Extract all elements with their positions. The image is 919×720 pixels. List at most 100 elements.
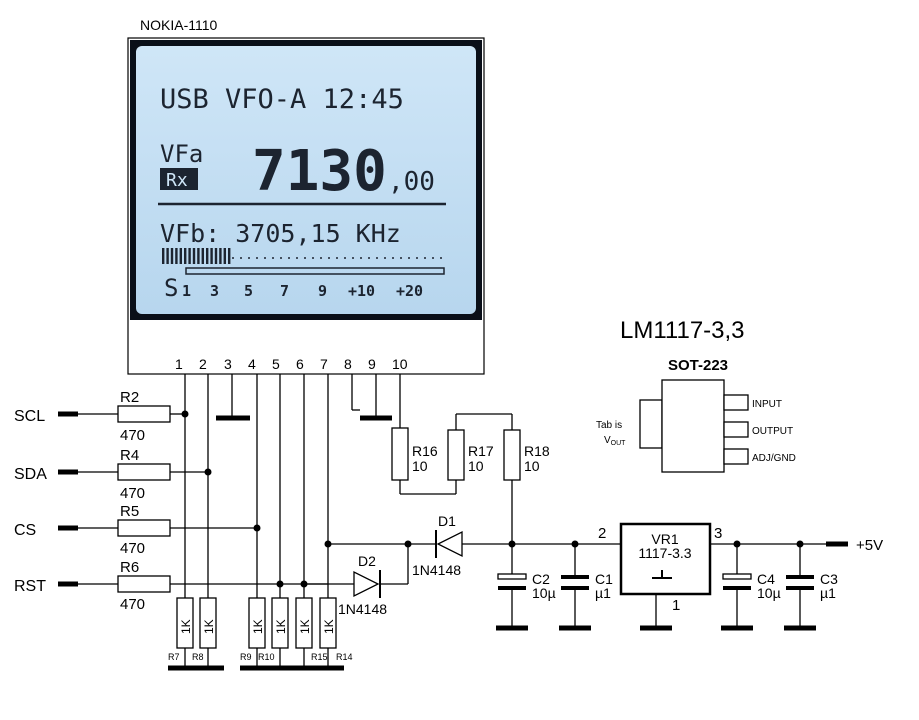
resistor-r2-ref: R2 <box>120 389 139 406</box>
regulator-part: 1117-3.3 <box>638 545 691 561</box>
resistor-r16-ref: R16 <box>412 443 438 459</box>
regulator-gnd-mark <box>652 570 672 579</box>
diode-d2-symbol <box>353 570 381 598</box>
diode-d1-symbol <box>435 530 463 558</box>
capacitor-c1-symbol <box>561 575 589 590</box>
resistor-r4 <box>117 463 171 481</box>
pulldown-r10-ref: R10 <box>258 652 275 662</box>
package-pin-adj-gnd: ADJ/GND <box>752 453 796 464</box>
package-pin-output: OUTPUT <box>752 426 793 437</box>
meter-bar <box>228 248 231 264</box>
lcd-s-scale-9: 9 <box>318 282 327 300</box>
meter-bar <box>223 248 226 264</box>
pulldown-r7-ref: R7 <box>168 652 180 662</box>
lcd-signal-meter <box>162 248 445 275</box>
meter-bar <box>188 248 191 264</box>
capacitor-c1-ref: C1 <box>595 571 613 587</box>
meter-bar <box>219 248 222 264</box>
sot223-outline <box>639 379 749 473</box>
lcd-s-scale-1: 1 <box>182 282 191 300</box>
pin-6-label: 6 <box>296 356 304 372</box>
input-sda: SDA <box>14 466 47 483</box>
pin-9-label: 9 <box>368 356 376 372</box>
lcd-rx-text: Rx <box>166 170 188 191</box>
pulldown-r15-ref: R15 <box>311 652 328 662</box>
input-terminals <box>58 411 78 587</box>
lcd-s-scale-plus20: +20 <box>396 282 423 300</box>
lcd-s-scale-7: 7 <box>280 282 289 300</box>
resistor-r5 <box>117 519 171 537</box>
pin-3-label: 3 <box>224 356 232 372</box>
diode-d2-part: 1N4148 <box>338 601 387 617</box>
meter-bar <box>184 248 187 264</box>
pulldown-r9-value: 1K <box>251 619 265 634</box>
capacitor-c2-symbol <box>497 573 527 590</box>
regulator-pin-out: 3 <box>714 525 722 542</box>
lcd-s-label: S <box>164 274 178 302</box>
regulator-vr1 <box>619 522 712 596</box>
resistor-r6 <box>117 575 171 593</box>
lcd-s-scale-5: 5 <box>244 282 253 300</box>
pulldown-r14-value: 1K <box>322 619 336 634</box>
resistor-r4-ref: R4 <box>120 447 139 464</box>
capacitor-c2-value: 10µ <box>532 585 556 601</box>
pulldown-r14-ref: R14 <box>336 652 353 662</box>
lcd-s-scale-3: 3 <box>210 282 219 300</box>
input-scl: SCL <box>14 408 45 425</box>
package-subtitle: SOT-223 <box>668 357 728 374</box>
pulldown-resistor-bodies <box>176 597 337 649</box>
meter-bar <box>201 248 204 264</box>
lcd-frequency-decimals: ,00 <box>388 167 435 197</box>
capacitor-c3-value: µ1 <box>820 585 836 601</box>
pin-8-label: 8 <box>344 356 352 372</box>
lcd-vfo-b-line: VFb: 3705,15 KHz <box>160 219 401 248</box>
pin-5-label: 5 <box>272 356 280 372</box>
meter-bar <box>197 248 200 264</box>
display-model-label: NOKIA-1110 <box>140 17 218 33</box>
resistor-r18-ref: R18 <box>524 443 550 459</box>
pin-4-label: 4 <box>248 356 256 372</box>
meter-bar <box>210 248 213 264</box>
capacitor-c4-symbol <box>722 573 752 590</box>
capacitor-c4-value: 10µ <box>757 585 781 601</box>
regulator-pin-in: 2 <box>598 525 606 542</box>
meter-bar <box>162 248 165 264</box>
diode-d1-ref: D1 <box>438 513 456 529</box>
resistor-r6-ref: R6 <box>120 559 139 576</box>
meter-bar <box>206 248 209 264</box>
resistor-r2-value: 470 <box>120 427 145 444</box>
meter-bar <box>214 248 218 264</box>
junction-dots <box>181 410 804 588</box>
lcd-mode-line: USB VFO-A 12:45 <box>160 84 404 115</box>
pin-1-label: 1 <box>175 356 183 372</box>
lcd-screen <box>136 46 476 314</box>
resistor-r17-value: 10 <box>468 458 484 474</box>
pulldown-r9-ref: R9 <box>240 652 252 662</box>
package-pin-input: INPUT <box>752 399 782 410</box>
capacitor-c2-ref: C2 <box>532 571 550 587</box>
meter-bar <box>179 248 182 264</box>
resistor-r2 <box>117 405 171 423</box>
regulator-pin-gnd: 1 <box>672 597 680 614</box>
pin-2-label: 2 <box>199 356 207 372</box>
pulldown-r10-value: 1K <box>274 619 288 634</box>
resistor-r16-value: 10 <box>412 458 428 474</box>
lcd-rx-badge <box>160 168 198 190</box>
resistor-r6-value: 470 <box>120 596 145 613</box>
pulldown-r8-value: 1K <box>202 619 216 634</box>
resistor-r5-ref: R5 <box>120 503 139 520</box>
pin-7-label: 7 <box>320 356 328 372</box>
resistor-r18-value: 10 <box>524 458 540 474</box>
pulldown-r15-value: 1K <box>298 619 312 634</box>
resistor-r17-ref: R17 <box>468 443 494 459</box>
package-tab-line2: VOUT <box>604 435 626 447</box>
regulator-ref: VR1 <box>651 531 678 547</box>
capacitor-c3-symbol <box>786 575 814 590</box>
package-title: LM1117-3,3 <box>620 317 745 344</box>
backlight-resistor-bodies <box>391 427 521 481</box>
lcd-vfo-a-label: VFa <box>160 140 203 168</box>
pin-10-label: 10 <box>392 356 408 372</box>
pulldown-r7-value: 1K <box>179 619 193 634</box>
capacitor-c3-ref: C3 <box>820 571 838 587</box>
lcd-main-frequency: 7130 <box>252 139 387 204</box>
